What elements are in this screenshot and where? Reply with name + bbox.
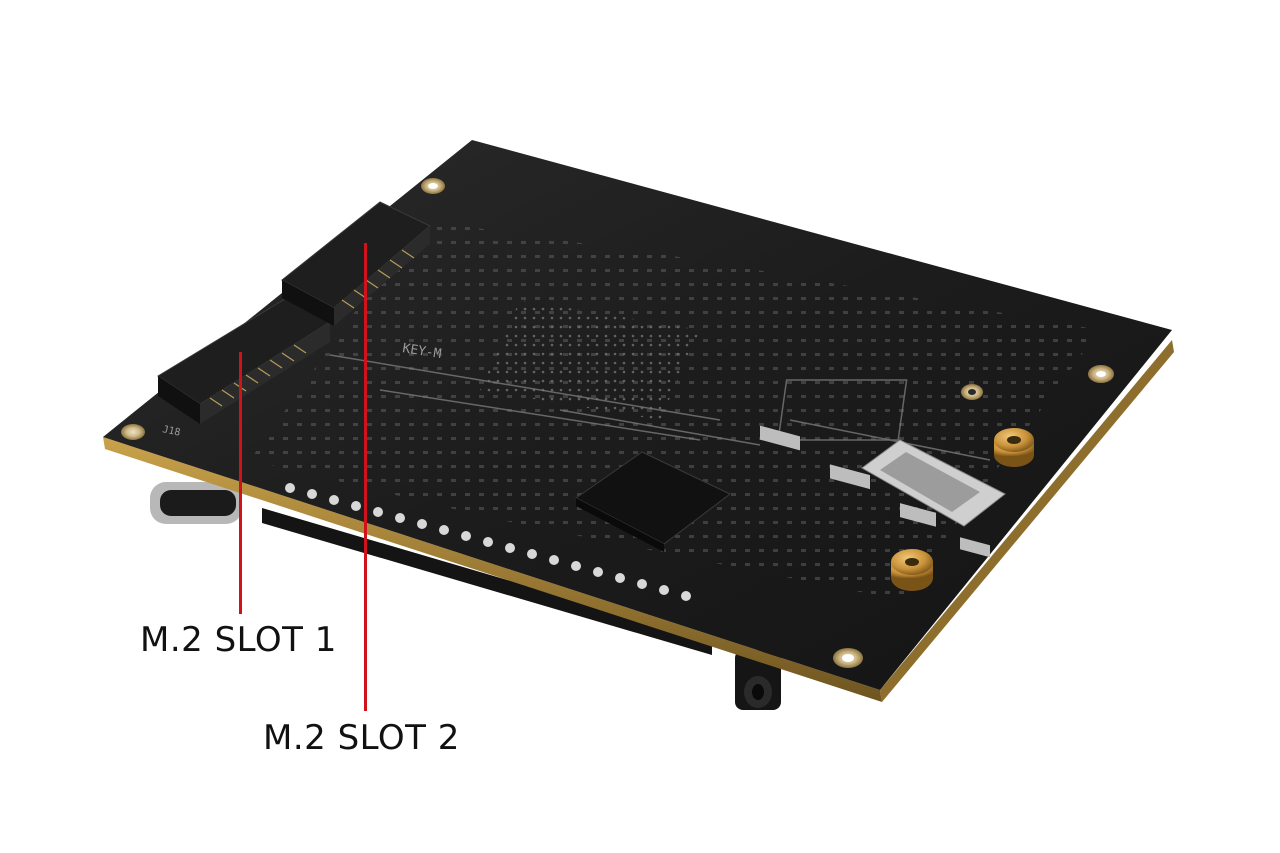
m2-slot-2: [281, 201, 431, 326]
gpio-pin-row: [280, 520, 700, 693]
slot1-callout-line: [239, 352, 242, 614]
m2-slot-1: [157, 295, 331, 424]
brass-standoff: [994, 428, 1034, 467]
brass-standoff: [891, 549, 933, 591]
svg-text:J18: J18: [161, 424, 181, 439]
slot2-callout-line: [364, 243, 367, 711]
m2-slot-1-label: M.2 SLOT 1: [140, 620, 337, 660]
svg-text:KEY-M: KEY-M: [401, 341, 442, 362]
m2-slot-2-label: M.2 SLOT 2: [263, 718, 460, 758]
